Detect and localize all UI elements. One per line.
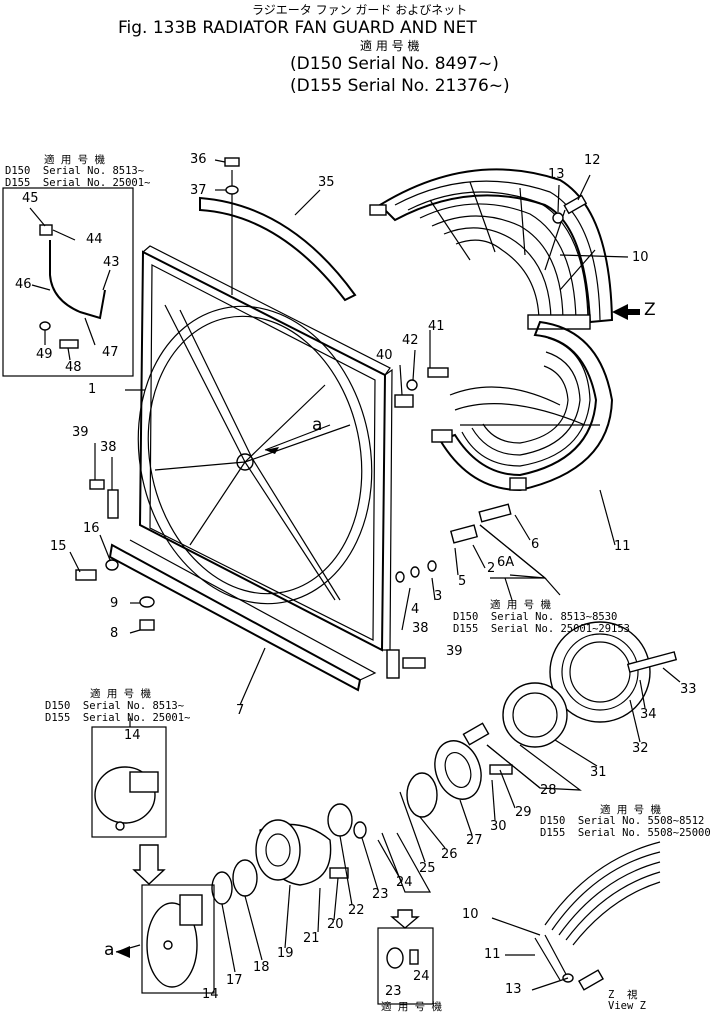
callout-14-inset: 14 (124, 728, 141, 743)
callout-40: 40 (376, 348, 393, 363)
arrow-a1 (265, 447, 279, 454)
callout-36: 36 (190, 152, 207, 167)
callout-2: 2 (487, 561, 496, 576)
callout-18: 18 (253, 960, 270, 975)
serial-line-2: (D155 Serial No. 21376~) (290, 76, 510, 96)
callout-32: 32 (632, 741, 649, 756)
bottom-jp: 適 用 号 機 (381, 1001, 442, 1013)
arrow-a2 (116, 946, 130, 958)
callout-10: 10 (632, 250, 649, 265)
callout-30: 30 (490, 819, 507, 834)
callout-a-1: a (312, 415, 323, 435)
callout-13: 13 (548, 167, 565, 182)
callout-24-inset: 24 (413, 969, 430, 984)
fan-guard-11 (431, 320, 614, 492)
inset-top-line1: D150 Serial No. 8513~ (5, 165, 145, 177)
callout-13-view-z: 13 (505, 982, 522, 997)
callout-23-main: 23 (372, 887, 389, 902)
callout-46: 46 (15, 277, 32, 292)
inset-box-left (91, 726, 167, 838)
brace-35 (199, 196, 357, 302)
callout-12: 12 (584, 153, 601, 168)
callout-37: 37 (190, 183, 207, 198)
callout-24-main: 24 (396, 875, 413, 890)
figure-title: Fig. 133B RADIATOR FAN GUARD AND NET (118, 18, 477, 38)
serial-line-1: (D150 Serial No. 8497~) (290, 54, 499, 74)
inset-left-line1: D150 Serial No. 8513~ (45, 700, 185, 712)
callout-a-2: a (104, 940, 115, 960)
callout-21: 21 (303, 931, 320, 946)
inset-left-line2: D155 Serial No. 25001~ (45, 712, 191, 724)
inset-top-line2: D155 Serial No. 25001~ (5, 177, 151, 189)
callout-5: 5 (458, 574, 467, 589)
callout-48: 48 (65, 360, 82, 375)
callout-15: 15 (50, 539, 67, 554)
applicable-label: 適 用 号 機 (360, 39, 420, 53)
bar-7 (108, 543, 362, 692)
callout-20: 20 (327, 917, 344, 932)
fan-guard-10 (369, 168, 614, 330)
callout-11-view-z: 11 (484, 947, 501, 962)
callout-7: 7 (236, 703, 245, 718)
callout-9: 9 (110, 596, 119, 611)
bracket-6a-line2: D155 Serial No. 25001~29153 (453, 623, 631, 635)
callout-39-lower: 39 (446, 644, 463, 659)
callout-38-lower: 38 (412, 621, 429, 636)
view-z-line1: D150 Serial No. 5508~8512 (540, 815, 705, 827)
shroud-frame-1 (137, 245, 393, 652)
callout-8: 8 (110, 626, 119, 641)
callout-34: 34 (640, 707, 657, 722)
view-z-label-1: Z 視 (608, 989, 638, 1001)
arrow-z-label: Z (644, 300, 656, 320)
inset-left-jp: 適 用 号 機 (90, 688, 151, 700)
callout-28: 28 (540, 783, 557, 798)
bracket-6a-jp: 適 用 号 機 (490, 599, 551, 611)
callout-31: 31 (590, 765, 607, 780)
callout-10-view-z: 10 (462, 907, 479, 922)
arrow-z (612, 304, 640, 320)
callout-14-bottom: 14 (202, 987, 219, 1002)
callout-45: 45 (22, 191, 39, 206)
callout-49: 49 (36, 347, 53, 362)
callout-22: 22 (348, 903, 365, 918)
callout-41: 41 (428, 319, 445, 334)
callout-25: 25 (419, 861, 436, 876)
callout-26: 26 (441, 847, 458, 862)
callout-27: 27 (466, 833, 483, 848)
callout-17: 17 (226, 973, 243, 988)
callout-23-inset: 23 (385, 984, 402, 999)
fan-drive-parts (211, 621, 678, 905)
view-z-label-2: View Z (608, 1000, 646, 1012)
leader-lines (29, 159, 681, 991)
inset-box-bottom (141, 884, 215, 994)
callout-1: 1 (88, 382, 97, 397)
callout-35: 35 (318, 175, 335, 190)
callout-38-upper: 38 (100, 440, 117, 455)
callout-47: 47 (102, 345, 119, 360)
callout-19: 19 (277, 946, 294, 961)
callout-44: 44 (86, 232, 103, 247)
callout-29: 29 (515, 805, 532, 820)
inset-box-top (2, 187, 134, 377)
callout-11: 11 (614, 539, 631, 554)
title-japanese: ラジエータ ファン ガード およびネット (252, 3, 468, 17)
callout-39-upper: 39 (72, 425, 89, 440)
callout-4: 4 (411, 602, 420, 617)
callout-6: 6 (531, 537, 540, 552)
view-z-jp: 適 用 号 機 (600, 804, 661, 816)
view-z-line2: D155 Serial No. 5508~25000 (540, 827, 711, 839)
callout-42: 42 (402, 333, 419, 348)
bracket-6a-line1: D150 Serial No. 8513~8530 (453, 611, 618, 623)
callout-6a: 6A (497, 555, 515, 570)
callout-16: 16 (83, 521, 100, 536)
hardware-parts (75, 157, 588, 679)
view-z-guard (534, 841, 661, 991)
callout-33: 33 (680, 682, 697, 697)
callout-3: 3 (434, 589, 443, 604)
inset-top-jp: 適 用 号 機 (44, 154, 105, 166)
callout-43: 43 (103, 255, 120, 270)
